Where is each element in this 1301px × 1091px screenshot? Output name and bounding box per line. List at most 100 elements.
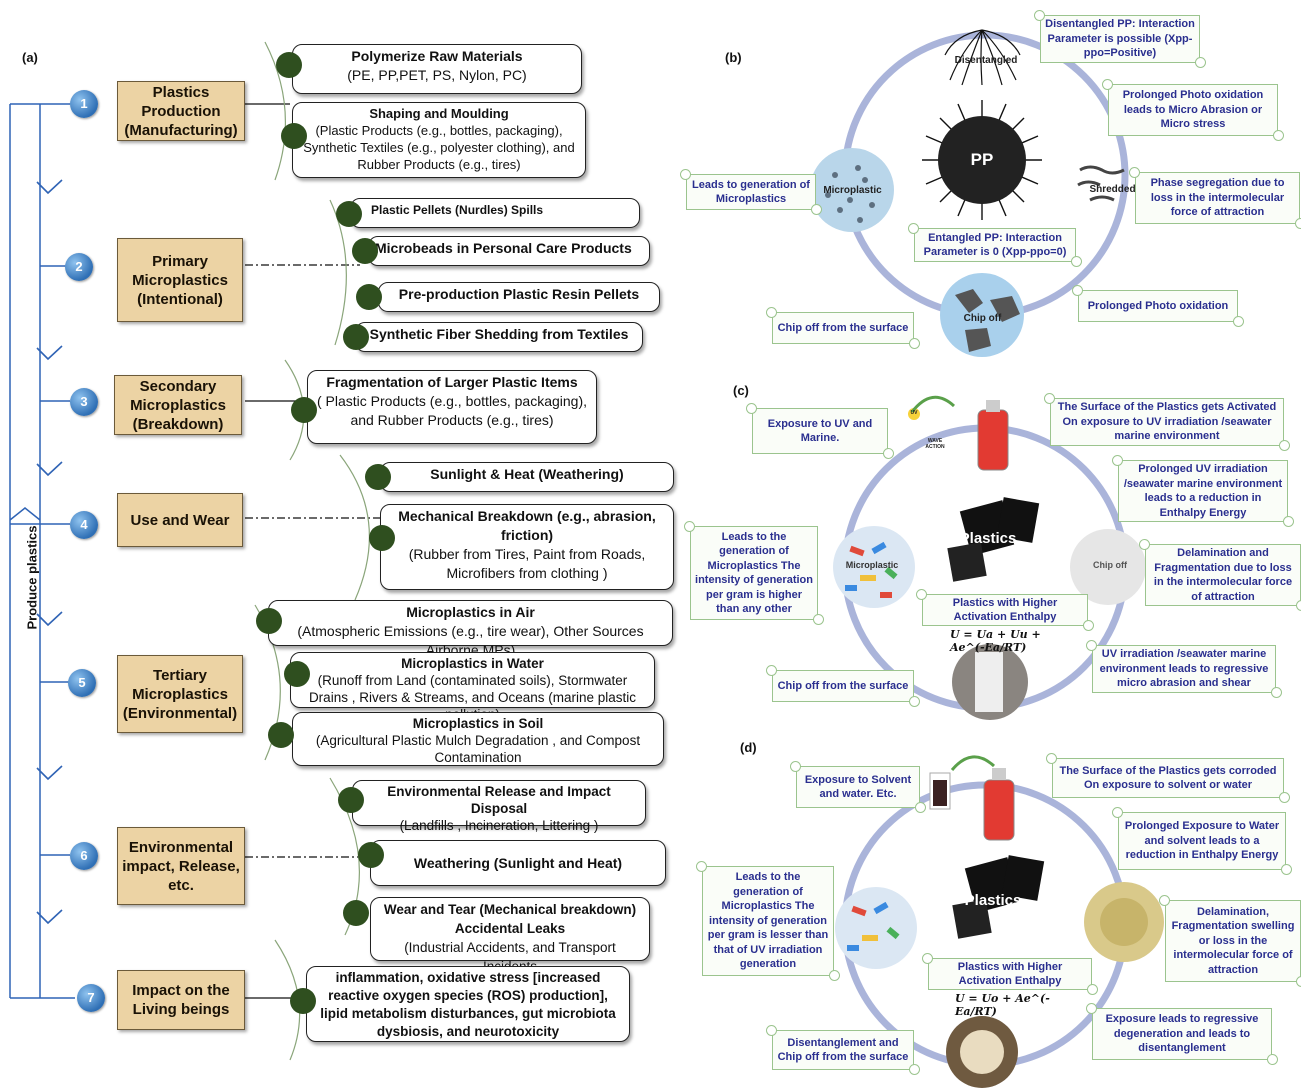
cycle-rings — [810, 29, 1164, 1088]
label-pp: PP — [970, 150, 994, 169]
item-plastic-pellets: Plastic Pellets (Nurdles) Spills — [350, 198, 640, 228]
scroll-c-exposure-uv: Exposure to UV and Marine. — [746, 403, 894, 459]
scroll-d-surface-corroded: The Surface of the Plastics gets corrode… — [1046, 753, 1290, 803]
item-desc: (Plastic Products (e.g., bottles, packag… — [303, 123, 575, 172]
stage-number-6: 6 — [70, 842, 98, 870]
item-title: inflammation, oxidative stress [increase… — [320, 970, 616, 1039]
scroll-c-chip-off: Chip off from the surface — [766, 665, 920, 707]
stage-box-environmental-impact: Environmental impact, Release, etc. — [117, 827, 245, 905]
bullet-dot — [276, 52, 302, 78]
item-microplastics-soil: Microplastics in Soil (Agricultural Plas… — [292, 712, 664, 766]
label-microplastic-b: Microplastic — [823, 185, 882, 196]
scroll-c-delamination: Delamination and Fragmentation due to lo… — [1139, 539, 1301, 611]
scroll-b-prolonged-photo-oxidation: Prolonged Photo oxidation — [1072, 285, 1244, 327]
item-title: Microplastics in Water — [401, 656, 544, 671]
scroll-c-regressive-abrasion: UV irradiation /seawater marine environm… — [1086, 640, 1282, 698]
item-title: Wear and Tear (Mechanical breakdown) Acc… — [383, 902, 637, 936]
scroll-c-activation-enthalpy: Plastics with Higher Activation Enthalpy — [916, 589, 1094, 631]
label-shredded: Shredded — [1089, 184, 1136, 195]
label-microplastic-c: Microplastic — [845, 560, 899, 570]
panel-a-label: (a) — [22, 50, 38, 65]
item-desc: (Agricultural Plastic Mulch Degradation … — [315, 733, 641, 765]
item-title: Fragmentation of Larger Plastic Items — [326, 374, 578, 390]
item-desc: (Landfills , Incineration, Littering ) — [399, 818, 599, 833]
bullet-dot — [256, 608, 282, 634]
stage-box-plastics-production: Plastics Production (Manufacturing) — [117, 81, 245, 141]
panel-d-label: (d) — [740, 740, 757, 755]
item-polymerize-raw-materials: Polymerize Raw Materials (PE, PP,PET, PS… — [292, 44, 582, 94]
item-environmental-release: Environmental Release and Impact Disposa… — [352, 780, 646, 833]
item-title: Microplastics in Soil — [412, 716, 544, 731]
scroll-d-regressive-degeneration: Exposure leads to regressive degeneratio… — [1086, 1003, 1278, 1065]
label-plastics-d: Plastics — [964, 892, 1022, 909]
item-wear-tear: Wear and Tear (Mechanical breakdown) Acc… — [370, 897, 650, 974]
item-microplastics-water: Microplastics in Water (Runoff from Land… — [290, 652, 655, 722]
scroll-d-activation-enthalpy: Plastics with Higher Activation Enthalpy — [922, 953, 1098, 995]
item-sunlight-heat: Sunlight & Heat (Weathering) — [380, 462, 674, 492]
stage-number-1: 1 — [70, 90, 98, 118]
item-title: Pre-production Plastic Resin Pellets — [398, 286, 640, 302]
scroll-d-disentanglement: Disentanglement and Chip off from the su… — [766, 1025, 920, 1075]
stage-number-3: 3 — [70, 388, 98, 416]
item-title: Microplastics in Air — [406, 604, 535, 620]
bullet-dot — [284, 661, 310, 687]
stage-box-use-and-wear: Use and Wear — [117, 493, 243, 547]
scroll-d-exposure-solvent: Exposure to Solvent and water. Etc. — [790, 761, 926, 813]
item-title: Synthetic Fiber Shedding from Textiles — [369, 326, 629, 342]
stage-box-tertiary-microplastics: Tertiary Microplastics (Environmental) — [117, 655, 243, 733]
scroll-b-disentangled: Disentangled PP: Interaction Parameter i… — [1034, 10, 1206, 68]
scroll-b-generation-microplastics: Leads to generation of Microplastics — [680, 169, 822, 215]
stage-number-4: 4 — [70, 511, 98, 539]
item-desc: (Runoff from Land (contaminated soils), … — [308, 673, 637, 722]
bullet-dot — [291, 397, 317, 423]
scroll-b-entangled-pp: Entangled PP: Interaction Parameter is 0… — [908, 223, 1082, 267]
bullet-dot — [268, 722, 294, 748]
item-title: Weathering (Sunlight and Heat) — [413, 855, 623, 871]
scroll-c-enthalpy-reduction: Prolonged UV irradiation /seawater marin… — [1112, 455, 1294, 527]
item-resin-pellets: Pre-production Plastic Resin Pellets — [378, 282, 660, 312]
stage-number-7: 7 — [77, 984, 105, 1012]
bullet-dot — [281, 123, 307, 149]
item-title: Sunlight & Heat (Weathering) — [430, 466, 624, 482]
label-plastics-c: Plastics — [959, 530, 1017, 547]
panel-c-label: (c) — [733, 383, 749, 398]
bullet-dot — [352, 238, 378, 264]
item-microplastics-air: Microplastics in Air (Atmospheric Emissi… — [268, 600, 673, 658]
equation-c: U = Ua + Uu + Ae^(-Ea/RT) — [950, 628, 1041, 654]
panel-b-label: (b) — [725, 50, 742, 65]
scroll-d-enthalpy-reduction: Prolonged Exposure to Water and solvent … — [1112, 807, 1292, 875]
item-desc: (PE, PP,PET, PS, Nylon, PC) — [347, 67, 527, 83]
stage-box-impact-living-beings: Impact on the Living beings — [117, 970, 245, 1030]
item-mechanical-breakdown: Mechanical Breakdown (e.g., abrasion, fr… — [380, 504, 674, 590]
bullet-dot — [358, 842, 384, 868]
bullet-dot — [290, 988, 316, 1014]
stage-number-5: 5 — [68, 669, 96, 697]
item-health-effects: inflammation, oxidative stress [increase… — [306, 966, 630, 1042]
label-disentangled: Disentangled — [954, 55, 1018, 66]
item-title: Plastic Pellets (Nurdles) Spills — [371, 203, 544, 217]
item-title: Microbeads in Personal Care Products — [375, 240, 632, 256]
scroll-c-surface-activated: The Surface of the Plastics gets Activat… — [1044, 393, 1290, 451]
item-microbeads: Microbeads in Personal Care Products — [368, 236, 650, 266]
item-desc: (Rubber from Tires, Paint from Roads, Mi… — [408, 546, 646, 581]
bullet-dot — [336, 201, 362, 227]
label-uv: UV — [910, 410, 918, 416]
stage-number-2: 2 — [65, 253, 93, 281]
equation-d: U = Uo + Ae^(-Ea/RT) — [955, 992, 1050, 1018]
produce-plastics-axis-label: Produce plastics — [24, 525, 40, 630]
item-fragmentation: Fragmentation of Larger Plastic Items ( … — [307, 370, 597, 444]
item-desc: ( Plastic Products (e.g., bottles, packa… — [316, 393, 587, 428]
scroll-b-photo-oxidation-abrasion: Prolonged Photo oxidation leads to Micro… — [1102, 79, 1284, 141]
item-title: Environmental Release and Impact Disposa… — [387, 784, 611, 816]
scroll-d-delamination: Delamination, Fragmentation swelling or … — [1159, 895, 1301, 987]
bullet-dot — [356, 284, 382, 310]
bullet-dot — [343, 324, 369, 350]
label-wave-action: WAVE ACTION — [925, 438, 945, 450]
item-title: Mechanical Breakdown (e.g., abrasion, fr… — [398, 508, 656, 543]
label-chip-off-b: Chip off — [963, 313, 1002, 324]
item-shaping-moulding: Shaping and Moulding (Plastic Products (… — [292, 102, 586, 178]
bullet-dot — [338, 787, 364, 813]
bullet-dot — [343, 900, 369, 926]
stage-box-secondary-microplastics: Secondary Microplastics (Breakdown) — [114, 375, 242, 435]
stage-box-primary-microplastics: Primary Microplastics (Intentional) — [117, 238, 243, 322]
